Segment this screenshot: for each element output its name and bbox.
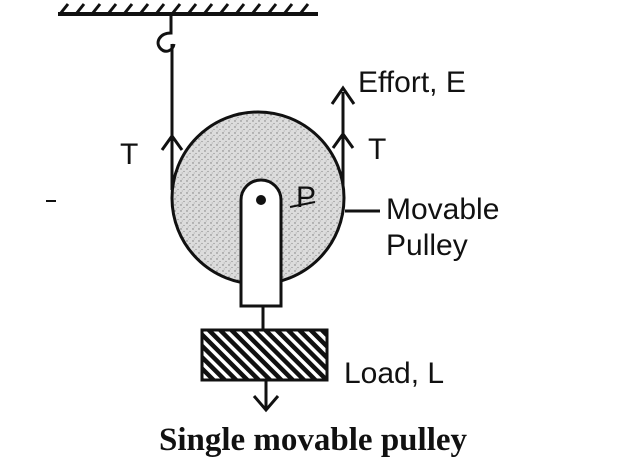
pulley-center-label: P: [296, 181, 317, 214]
pulley-label: Pulley: [386, 229, 468, 262]
p-leader-line: [289, 201, 316, 208]
load-arrow-head-icon: [252, 395, 280, 413]
tension-left-arrow-icon: [160, 133, 184, 151]
pulley-hanger: [239, 178, 283, 308]
tension-right-label: T: [368, 133, 387, 166]
effort-arrow-icon: [330, 85, 356, 105]
movable-label: Movable: [386, 193, 500, 226]
tension-right-arrow-icon: [331, 131, 355, 149]
pulley-axle: [256, 195, 266, 205]
ceiling-support: [58, 3, 318, 16]
tension-left-label: T: [120, 138, 139, 171]
load-label: Load, L: [344, 357, 445, 390]
load-block: [200, 328, 329, 382]
diagram-caption: Single movable pulley: [158, 422, 468, 458]
effort-label: Effort, E: [358, 66, 466, 99]
